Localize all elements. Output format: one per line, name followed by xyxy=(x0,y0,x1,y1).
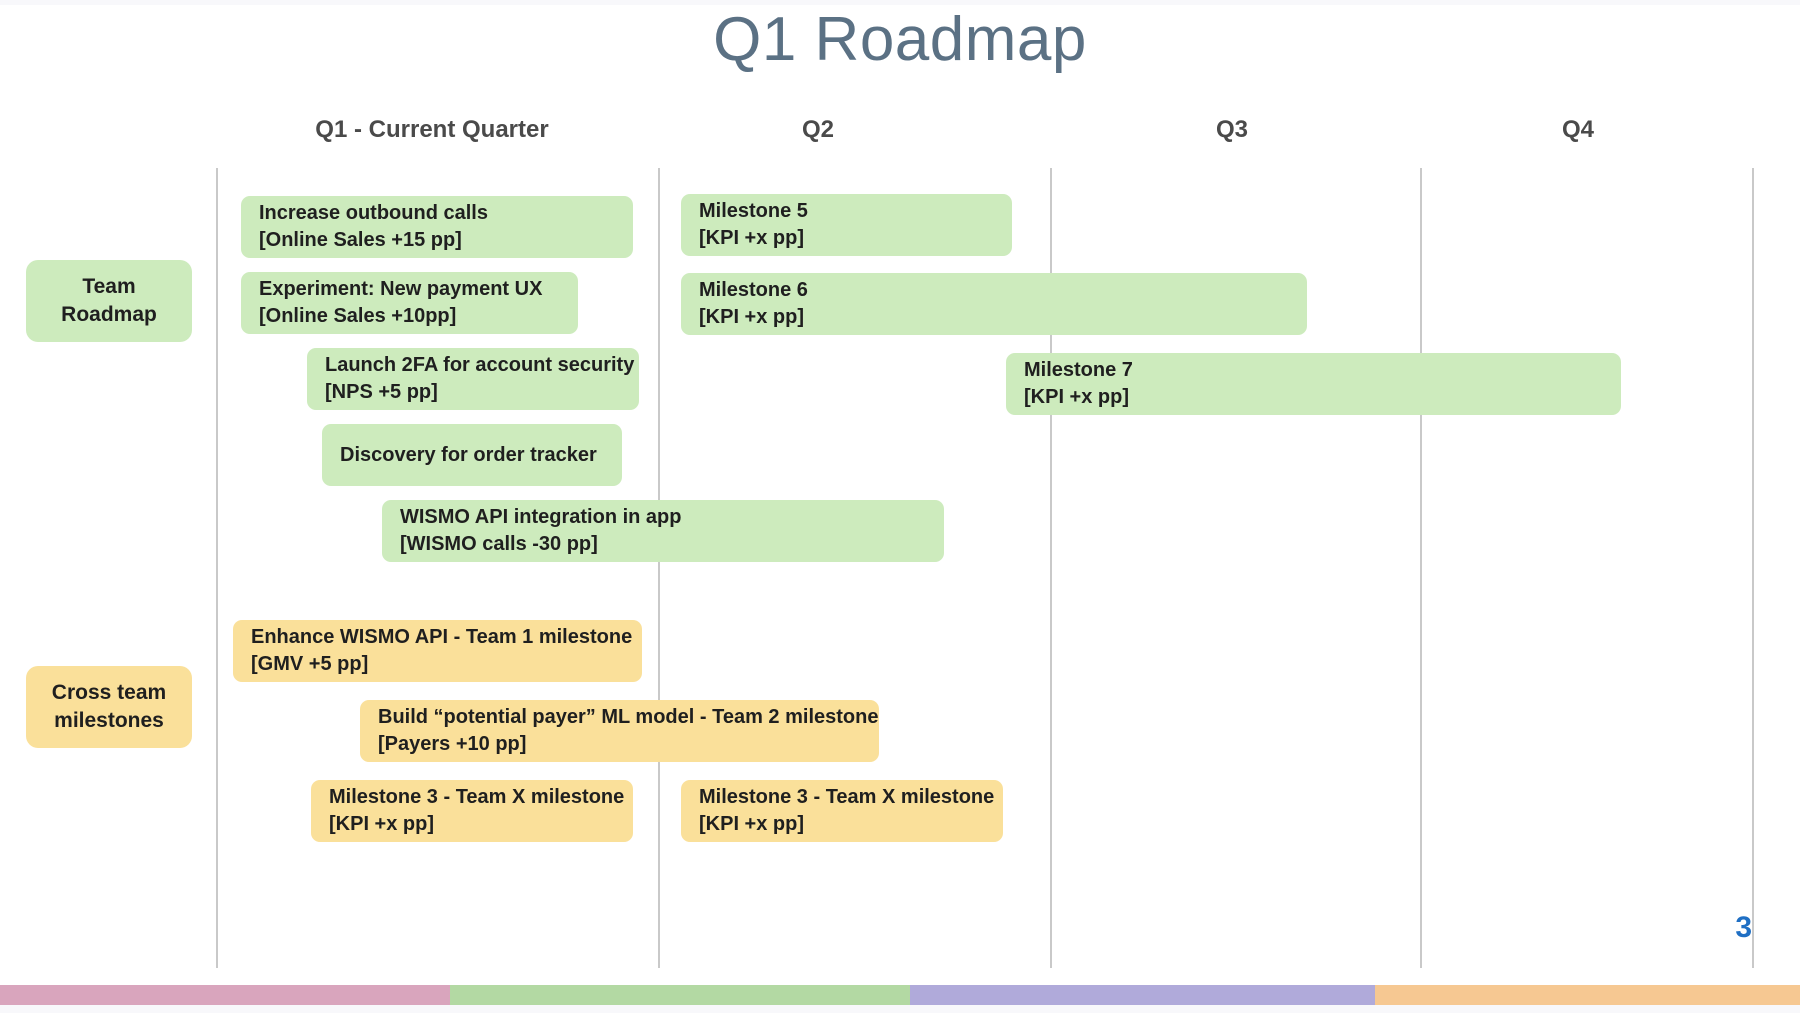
footer-segment-green xyxy=(450,985,910,1005)
gridline-3 xyxy=(1050,168,1052,968)
task-bar-metric: [WISMO calls -30 pp] xyxy=(400,533,598,555)
task-bar-metric: [KPI +x pp] xyxy=(1024,386,1130,408)
gridline-5 xyxy=(1752,168,1754,968)
footer-segment-orange xyxy=(1375,985,1800,1005)
task-bar-metric: [NPS +5 pp] xyxy=(325,381,438,403)
task-bar-title: Increase outbound calls xyxy=(259,202,488,225)
task-bar-discovery-order-tracker[interactable]: Discovery for order tracker xyxy=(322,424,622,486)
task-bar-increase-outbound-calls[interactable]: Increase outbound calls [Online Sales +15… xyxy=(241,196,633,258)
task-bar-milestone-6[interactable]: Milestone 6 [KPI +x pp] xyxy=(681,273,1307,335)
task-bar-title: Milestone 7 xyxy=(1024,359,1133,382)
task-bar-milestone-7[interactable]: Milestone 7 [KPI +x pp] xyxy=(1006,353,1621,415)
footer-segment-purple xyxy=(910,985,1375,1005)
task-bar-title: Milestone 3 - Team X milestone xyxy=(329,786,625,809)
page-title: Q1 Roadmap xyxy=(713,5,1087,74)
slide-top-edge xyxy=(0,0,1800,5)
gridline-2 xyxy=(658,168,660,968)
gridline-4 xyxy=(1420,168,1422,968)
footer-segment-pink xyxy=(0,985,450,1005)
task-bar-milestone-3-team-x-q2[interactable]: Milestone 3 - Team X milestone [KPI +x pp… xyxy=(681,780,1003,842)
task-bar-experiment-new-payment-ux[interactable]: Experiment: New payment UX [Online Sales … xyxy=(241,272,578,334)
column-header-1: Q1 - Current Quarter xyxy=(315,116,549,143)
task-bar-metric: [Online Sales +10pp] xyxy=(259,305,457,327)
task-bar-build-potential-payer-ml-model-team-2[interactable]: Build “potential payer” ML model - Team … xyxy=(360,700,879,762)
task-bar-title: Experiment: New payment UX xyxy=(259,278,543,301)
gridline-1 xyxy=(216,168,218,968)
task-bar-metric: [KPI +x pp] xyxy=(329,813,435,835)
footer-padding xyxy=(0,1005,1800,1013)
footer-color-strip xyxy=(0,985,1800,1005)
task-bar-milestone-3-team-x-q1[interactable]: Milestone 3 - Team X milestone [KPI +x pp… xyxy=(311,780,633,842)
task-bar-milestone-5[interactable]: Milestone 5 [KPI +x pp] xyxy=(681,194,1012,256)
column-header-2: Q2 xyxy=(801,116,835,143)
task-bar-title: Milestone 3 - Team X milestone xyxy=(699,786,995,809)
task-bar-title: Discovery for order tracker xyxy=(340,443,597,466)
task-bar-title: Milestone 6 xyxy=(699,279,808,302)
task-bar-title: Milestone 5 xyxy=(699,200,808,223)
task-bar-title: WISMO API integration in app xyxy=(400,506,682,529)
task-bar-metric: [KPI +x pp] xyxy=(699,306,805,328)
task-bar-launch-2fa-account-security[interactable]: Launch 2FA for account security [NPS +5 p… xyxy=(307,348,639,410)
task-bar-metric: [Online Sales +15 pp] xyxy=(259,229,462,251)
task-bar-metric: [KPI +x pp] xyxy=(699,813,805,835)
row-label-team-roadmap: Team Roadmap xyxy=(26,260,192,342)
task-bar-title: Build “potential payer” ML model - Team … xyxy=(378,706,879,729)
row-label-cross-team-milestones: Cross team milestones xyxy=(26,666,192,748)
task-bar-title: Launch 2FA for account security xyxy=(325,354,635,377)
task-bar-metric: [GMV +5 pp] xyxy=(251,653,369,675)
task-bar-metric: [KPI +x pp] xyxy=(699,227,805,249)
page-number: 3 xyxy=(1735,911,1752,944)
task-bar-title: Enhance WISMO API - Team 1 milestone xyxy=(251,626,633,649)
task-bar-metric: [Payers +10 pp] xyxy=(378,733,527,755)
column-header-4: Q4 xyxy=(1561,116,1595,143)
column-header-3: Q3 xyxy=(1215,116,1249,143)
task-bar-wismo-api-integration[interactable]: WISMO API integration in app [WISMO calls… xyxy=(382,500,944,562)
task-bar-enhance-wismo-api-team-1[interactable]: Enhance WISMO API - Team 1 milestone [GMV… xyxy=(233,620,642,682)
